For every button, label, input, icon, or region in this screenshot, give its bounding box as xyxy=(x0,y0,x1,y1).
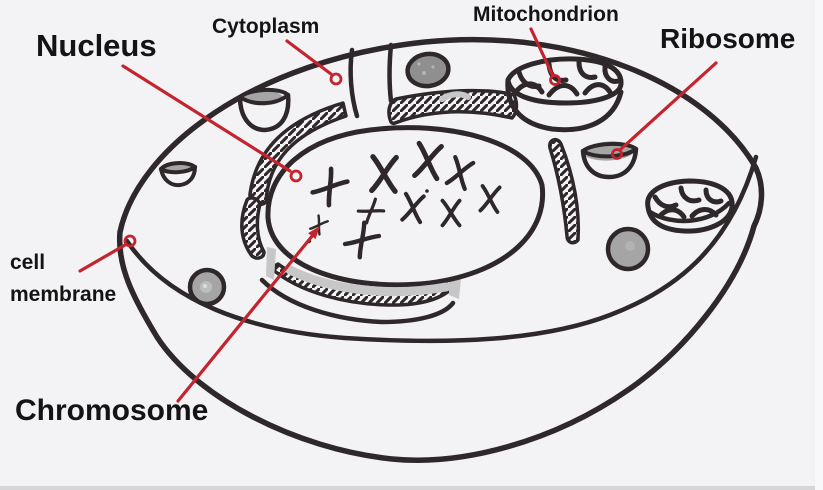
membrane-neck-right xyxy=(387,42,394,104)
er-band-right xyxy=(547,137,581,245)
label-chromosome: Chromosome xyxy=(15,394,209,427)
ribosome-pointer xyxy=(611,61,718,160)
cytoplasm-pointer xyxy=(285,39,343,86)
membrane-cut-rim xyxy=(124,154,759,344)
pointer-lines xyxy=(78,27,718,403)
nucleus-pointer xyxy=(121,64,303,183)
label-nucleus: Nucleus xyxy=(36,28,157,63)
gray-organelle-right xyxy=(605,226,651,272)
scan-right-strip xyxy=(815,0,823,490)
er-band-lower-left xyxy=(240,196,266,260)
nucleus-under-shade xyxy=(285,265,451,297)
mitochondrion-right xyxy=(645,178,735,234)
er-shelf-curve xyxy=(259,277,456,325)
gray-organelle-left xyxy=(187,267,227,307)
ribosome-cup xyxy=(580,141,639,180)
gray-connector-left xyxy=(266,247,276,280)
label-cell-membrane: cell membrane xyxy=(10,247,116,311)
lysosome-oval xyxy=(405,51,451,89)
nucleus-shape xyxy=(265,91,546,297)
label-mitochondrion: Mitochondrion xyxy=(473,3,619,26)
label-cell-membrane-line2: membrane xyxy=(10,283,117,306)
mitochondrion-pointer xyxy=(529,27,561,86)
scan-edge-strip xyxy=(0,486,823,490)
mitochondrion-top xyxy=(505,56,624,133)
label-ribosome: Ribosome xyxy=(660,23,796,54)
vesicle-small-left xyxy=(159,161,197,188)
label-cytoplasm: Cytoplasm xyxy=(212,15,320,38)
cell-membrane-pointer xyxy=(78,234,137,273)
chromosome-pointer xyxy=(176,226,320,403)
cell-membrane-outline xyxy=(116,36,765,463)
label-cell-membrane-line1: cell xyxy=(10,251,46,274)
vesicle-top-left xyxy=(237,88,291,133)
nucleus-top-shade xyxy=(439,91,471,102)
membrane-neck-left xyxy=(348,47,360,119)
